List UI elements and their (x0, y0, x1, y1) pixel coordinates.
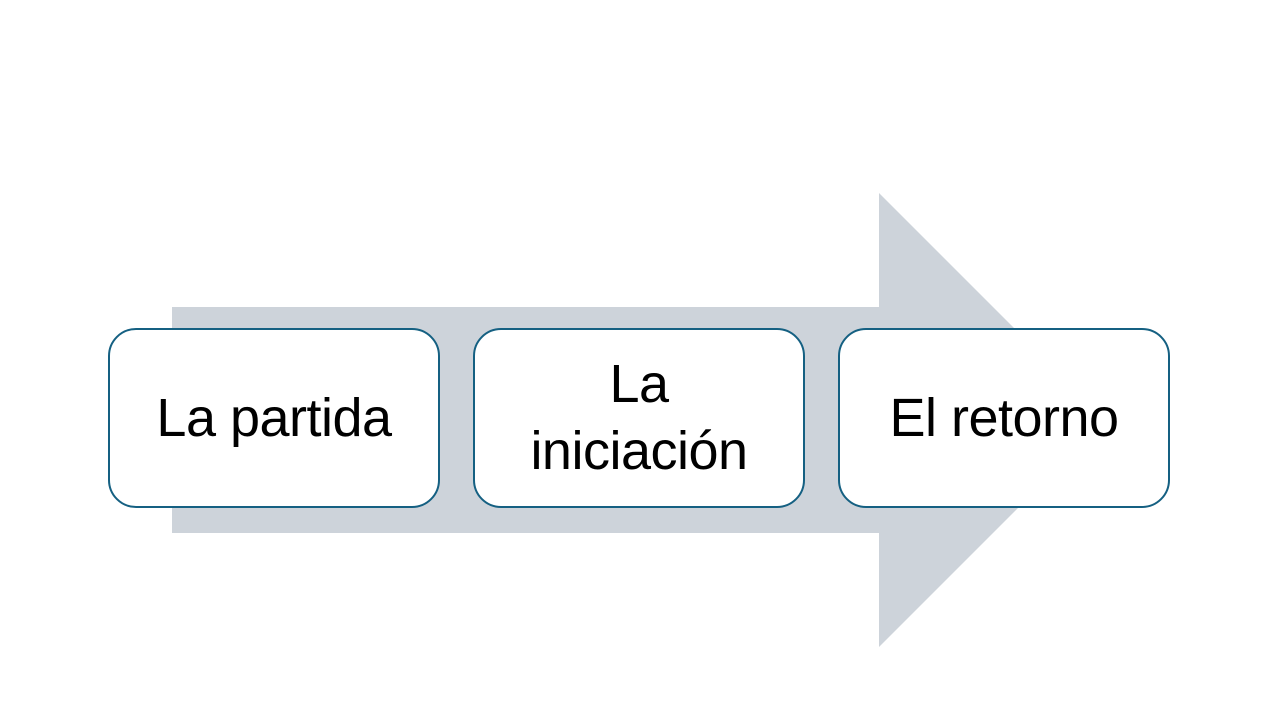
step-box-el-retorno: El retorno (838, 328, 1170, 508)
step-label: La partida (156, 387, 392, 448)
step-label: El retorno (889, 387, 1119, 448)
step-label: La iniciación (530, 354, 748, 481)
step-box-la-iniciacion: La iniciación (473, 328, 805, 508)
step-box-la-partida: La partida (108, 328, 440, 508)
process-steps: La partida La iniciación El retorno (108, 328, 1170, 508)
